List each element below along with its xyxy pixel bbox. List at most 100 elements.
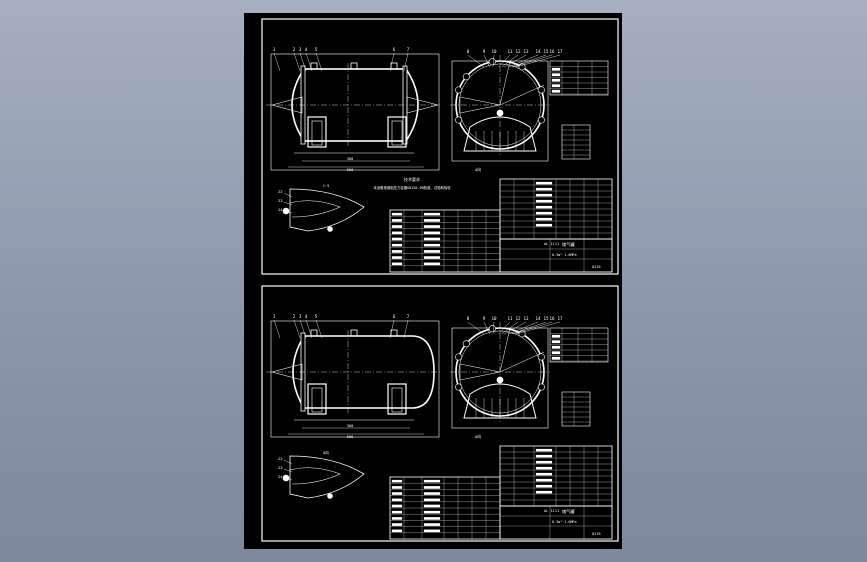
leader-line [283, 468, 293, 473]
table-cell-text [423, 479, 441, 483]
title-code: Q235 [592, 532, 601, 536]
table-cell-text [551, 78, 561, 82]
end-balloon-10: 10 [491, 316, 497, 321]
leader-line [403, 319, 409, 339]
table-cell-text [391, 243, 403, 247]
leader-line [513, 54, 553, 68]
leader-line [273, 319, 281, 339]
table-cell-text [551, 356, 561, 360]
top-nozzle-1 [310, 62, 318, 70]
end-balloon-16: 16 [549, 49, 555, 54]
table-cell-text [391, 529, 403, 533]
table-cell-text [391, 256, 403, 259]
table-cell-text [423, 212, 441, 216]
table-cell-text [391, 510, 403, 514]
table-cell-text [423, 219, 441, 222]
table-cell-text [423, 262, 441, 266]
side-balloon-7: 7 [407, 47, 410, 52]
leader-line [504, 321, 527, 335]
title-sub: 0.3m³ 1.0MPa [552, 253, 577, 257]
nozzle-table-frame [549, 60, 609, 96]
leader-line [283, 210, 293, 214]
note-title: 技术要求 [404, 176, 420, 182]
saddle-support-1 [307, 383, 327, 415]
detail-outline [289, 188, 365, 232]
table-cell-text [391, 492, 403, 495]
dim-inner-label: 300 [347, 157, 354, 161]
saddle-web-1 [311, 120, 323, 146]
bill-of-materials: AL 1111 [389, 445, 613, 540]
leader-line [516, 321, 561, 335]
leader-line [498, 321, 511, 335]
end-balloon-16: 16 [549, 316, 555, 321]
detail-balloon-24: 24 [278, 207, 283, 212]
detail-balloon-23: 23 [278, 198, 283, 203]
side-balloon-3: 3 [299, 314, 302, 319]
bolt-hole-5 [537, 383, 545, 391]
table-cell-text [423, 529, 441, 533]
inlet-cone-end [459, 96, 501, 114]
table-cell-text [551, 340, 561, 344]
side-balloon-7: 7 [407, 314, 410, 319]
leader-line [315, 319, 323, 339]
table-cell-text [391, 504, 403, 508]
side-balloon-6: 6 [393, 314, 396, 319]
leader-line [283, 477, 293, 481]
end-balloon-14: 14 [535, 49, 541, 54]
saddle-web-2 [391, 387, 403, 413]
side-balloon-3: 3 [299, 47, 302, 52]
leader-line [283, 459, 293, 465]
saddle-support-2 [387, 383, 407, 415]
table-cell-text [423, 250, 441, 253]
radial-line [499, 327, 511, 373]
detail-inner [289, 467, 341, 485]
table-cell-text [535, 472, 553, 476]
end-balloon-11: 11 [507, 316, 513, 321]
table-cell-text [535, 490, 553, 494]
table-cell-text [551, 67, 561, 71]
bolt-hole-3 [518, 330, 526, 338]
table-cell-text [535, 223, 553, 227]
leader-line [508, 54, 539, 68]
title-block-frame [499, 238, 613, 273]
title-sub: 0.3m³ 1.0MPa [552, 520, 577, 524]
side-balloon-5: 5 [315, 314, 318, 319]
top-nozzle-2 [350, 62, 358, 70]
dim-outer-label: 500 [347, 168, 354, 172]
bolt-hole-6 [455, 383, 463, 391]
leader-line [403, 52, 409, 72]
end-balloon-11: 11 [507, 49, 513, 54]
side-balloon-1: 1 [273, 314, 276, 319]
table-cell-text [535, 187, 553, 191]
leader-line [467, 54, 485, 68]
table-cell-text [423, 498, 441, 502]
table-cell-text [423, 231, 441, 235]
bolt-hole-5 [537, 116, 545, 124]
end-balloon-14: 14 [535, 316, 541, 321]
radial-line [499, 84, 545, 106]
side-balloon-5: 5 [315, 47, 318, 52]
side-view-frame [270, 320, 440, 438]
table-cell-text [423, 225, 441, 228]
detail-inner [289, 200, 341, 218]
bolt-hole-1 [462, 340, 470, 348]
manhole-center [496, 109, 504, 117]
leader-line [273, 52, 281, 72]
table-cell-text [391, 486, 403, 489]
radial-line [499, 351, 545, 373]
bolt-hole-6 [455, 116, 463, 124]
bolt-hole-4 [537, 353, 545, 361]
leader-line [293, 52, 301, 72]
table-cell-text [423, 504, 441, 508]
inlet-cone-end [459, 363, 501, 381]
end-view-label: A向 [475, 167, 481, 172]
detail-weld [327, 226, 333, 232]
nozzle-table [549, 60, 609, 96]
saddle-web-1 [311, 387, 323, 413]
